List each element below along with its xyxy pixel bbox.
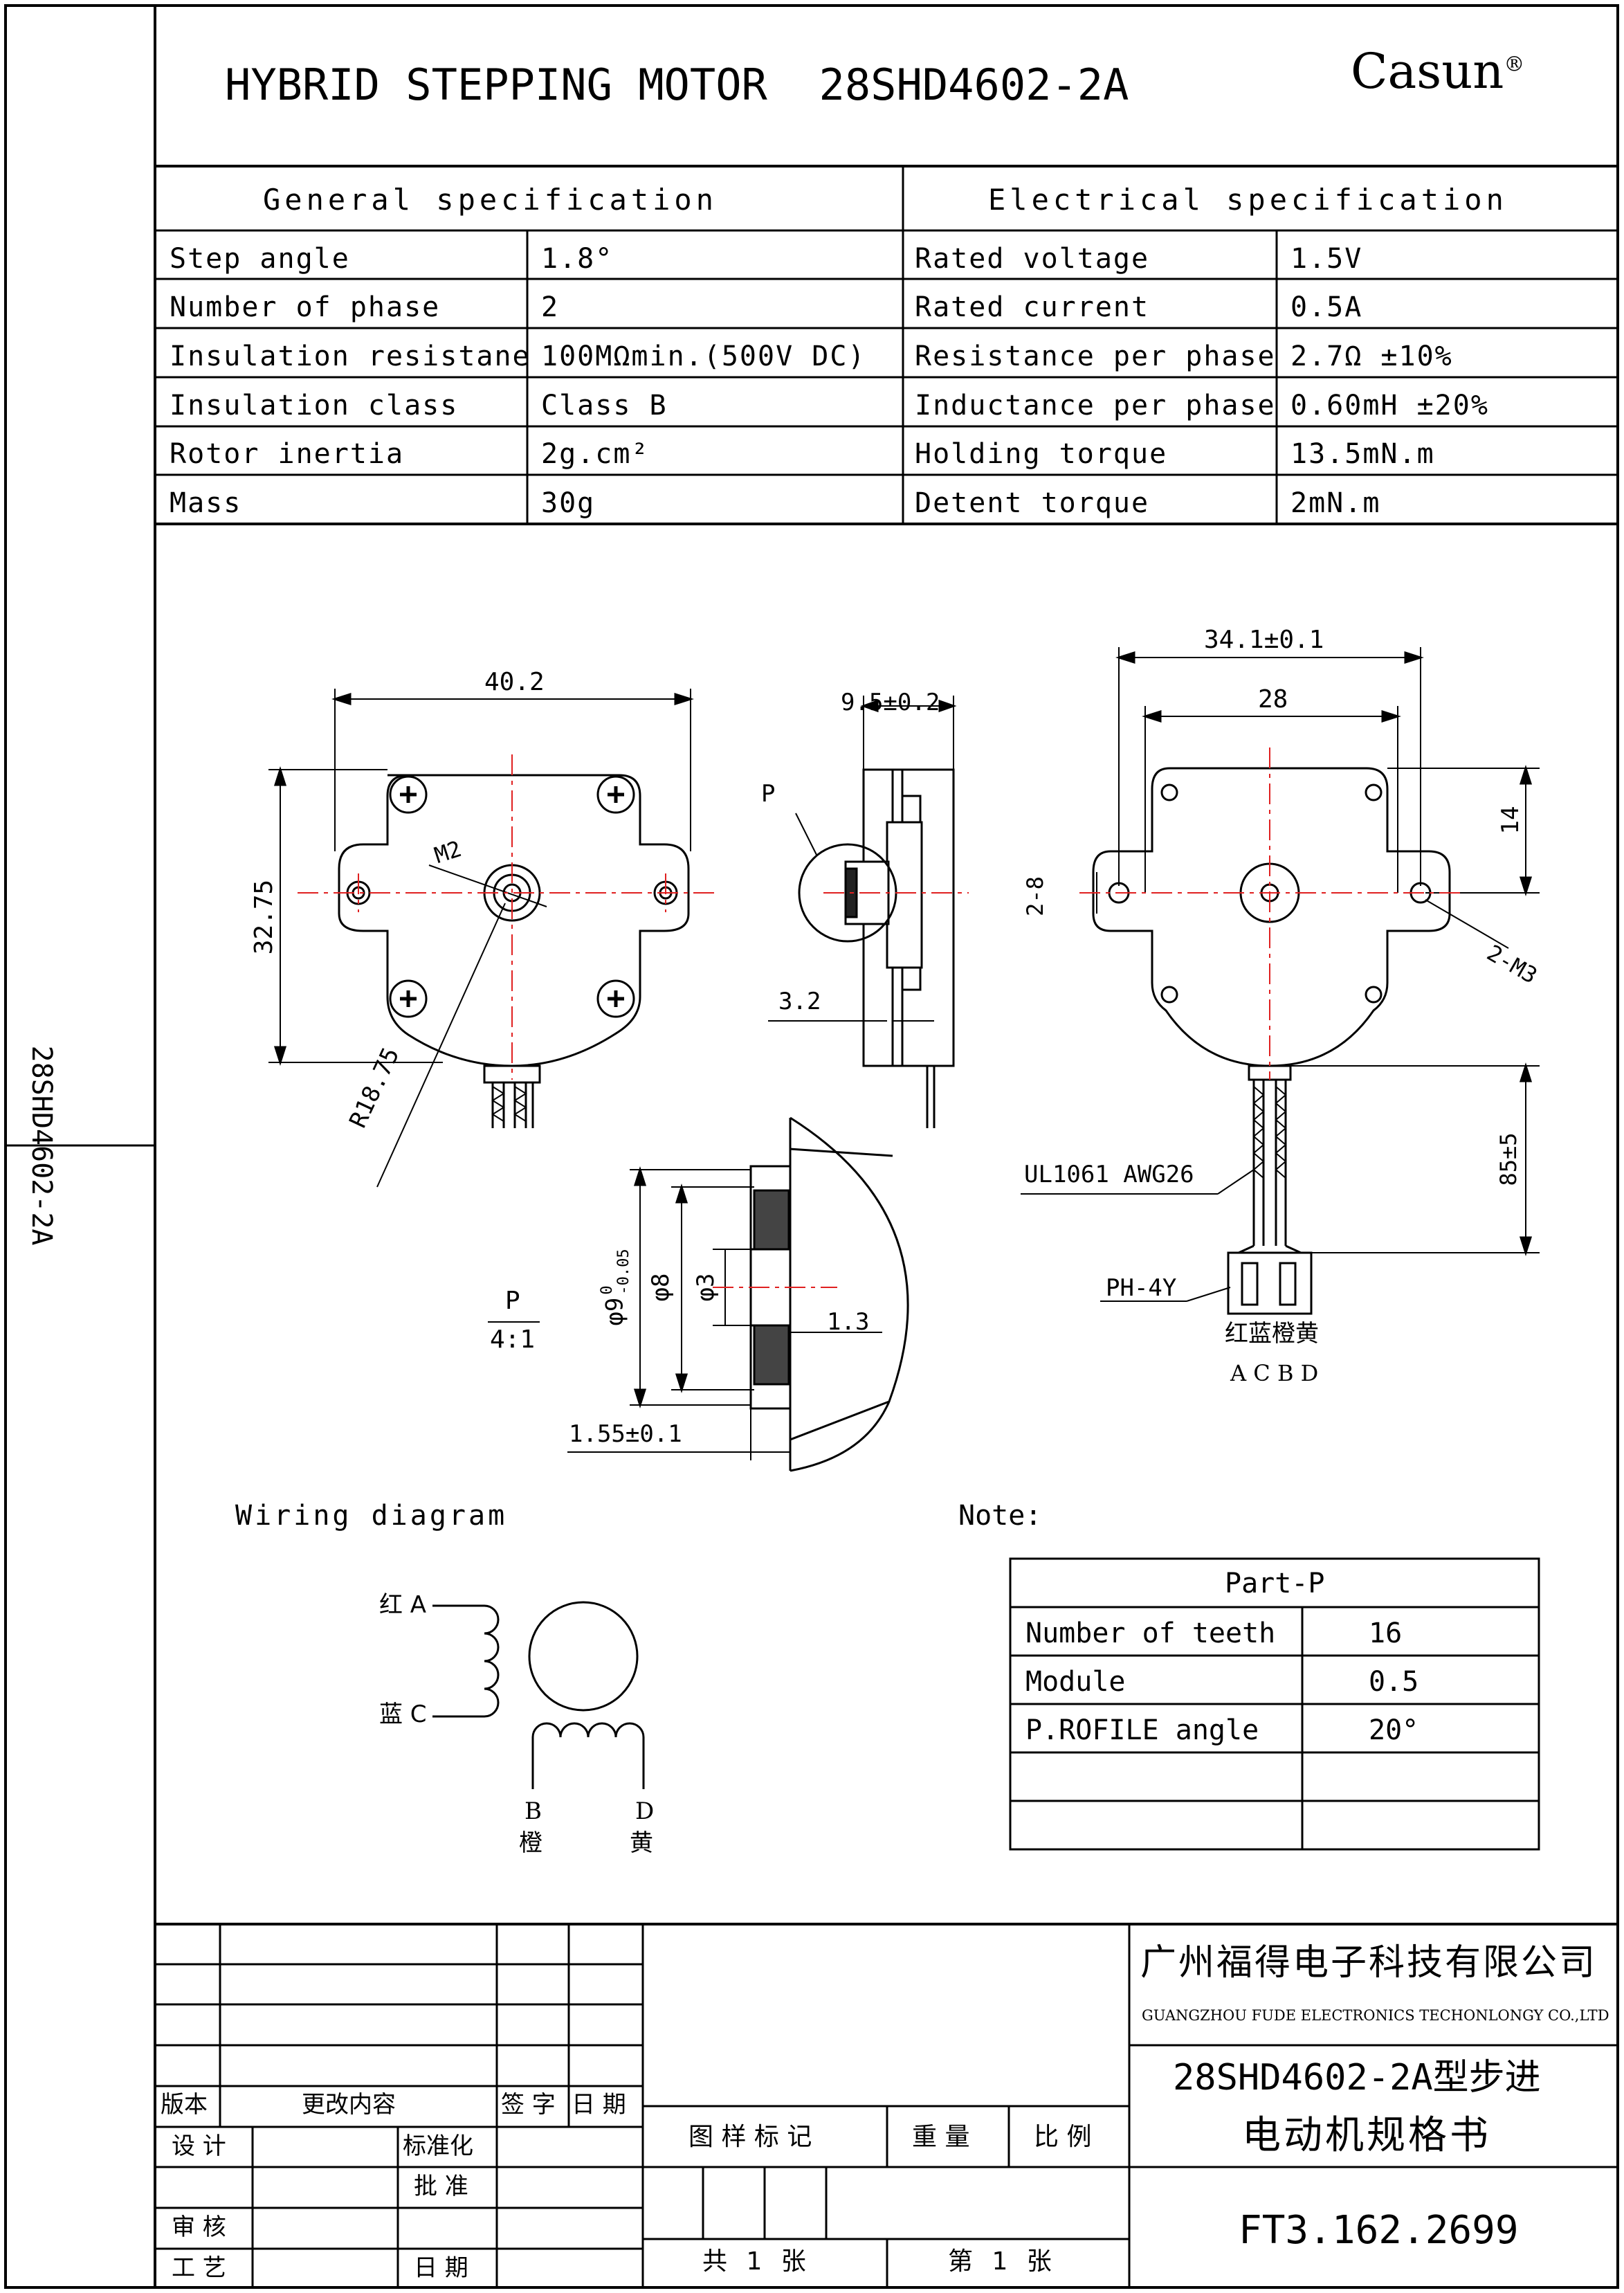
- back-hole-dia-dim: 2-8: [1022, 876, 1048, 916]
- spec-cell-g-value: 1.8°: [541, 243, 614, 275]
- tb-process: 工 艺: [172, 2254, 226, 2282]
- wiring-b-letter: B: [524, 1797, 542, 1825]
- brand-logo: Casun®: [1351, 47, 1524, 96]
- company-name-en: GUANGZHOU FUDE ELECTRONICS TECHONLONGY C…: [1142, 2007, 1609, 2024]
- spec-cell-e-value: 0.60mH ±20%: [1290, 390, 1489, 422]
- cable-spec-label: UL1061 AWG26: [1024, 1161, 1194, 1188]
- tb-approve: 批 准: [414, 2173, 468, 2200]
- connector-label: PH-4Y: [1106, 1274, 1177, 1302]
- front-view: [268, 689, 694, 1188]
- spec-cell-e-label: Inductance per phase: [915, 390, 1276, 422]
- tb-mark: 图 样 标 记: [688, 2123, 812, 2151]
- side-thickness-dim: 9.5±0.2: [841, 689, 940, 716]
- spec-cell-e-label: Holding torque: [915, 438, 1168, 470]
- part-p-title: Part-P: [1225, 1568, 1325, 1599]
- back-offset-dim: 14: [1497, 806, 1524, 835]
- spec-cell-g-label: Number of phase: [170, 291, 441, 323]
- part-p-cell-value: 20°: [1369, 1714, 1419, 1746]
- wiring-b-color: 橙: [519, 1829, 542, 1857]
- spec-cell-e-value: 2.7Ω ±10%: [1290, 341, 1453, 372]
- wiring-d-color: 黄: [630, 1829, 653, 1857]
- connector-pins-label: A C B D: [1230, 1360, 1319, 1386]
- wiring-heading: Wiring diagram: [235, 1500, 508, 1532]
- back-lead-length-dim: 85±5: [1495, 1132, 1522, 1186]
- spec-cell-g-label: Mass: [170, 487, 242, 519]
- side-view: [768, 696, 957, 1128]
- wiring-a-label: 红 A: [379, 1591, 427, 1619]
- spec-cell-e-label: Rated voltage: [915, 243, 1150, 275]
- back-hole-spacing-dim: 28: [1258, 685, 1288, 714]
- spec-cell-e-value: 13.5mN.m: [1290, 438, 1435, 470]
- detail-ref-label: P: [505, 1287, 520, 1315]
- brand-registered-mark: ®: [1504, 52, 1525, 77]
- spec-cell-g-value: 2g.cm²: [541, 438, 650, 470]
- doc-title-line2: 电动机规格书: [1242, 2113, 1491, 2158]
- front-height-dim: 32.75: [250, 879, 278, 955]
- spec-cell-g-label: Insulation resistane: [170, 341, 531, 372]
- spec-cell-e-label: Resistance per phase: [915, 341, 1276, 372]
- side-detail-ref: P: [761, 780, 776, 808]
- part-p-cell-label: Module: [1025, 1666, 1126, 1698]
- detail-scale-label: 4:1: [490, 1325, 536, 1354]
- side-model-label: 28SHD4602-2A: [26, 1045, 57, 1246]
- back-overall-dim: 34.1±0.1: [1204, 626, 1324, 654]
- spec-cell-g-value: 2: [541, 291, 560, 323]
- tb-scale: 比 例: [1034, 2123, 1092, 2151]
- tb-sign: 签 字: [501, 2091, 556, 2119]
- tb-sheet-no: 第 1 张: [948, 2247, 1057, 2276]
- spec-cell-g-label: Insulation class: [170, 390, 459, 422]
- tb-design: 设 计: [172, 2132, 226, 2160]
- spec-cell-g-value: 100MΩmin.(500V DC): [541, 341, 866, 372]
- wiring-schematic: [432, 1601, 645, 1789]
- spec-cell-e-value: 0.5A: [1290, 291, 1363, 323]
- side-shaft-length: 3.2: [778, 988, 821, 1015]
- spec-cell-e-label: Rated current: [915, 291, 1150, 323]
- brand-name: Casun: [1351, 43, 1504, 100]
- spec-cell-e-value: 2mN.m: [1290, 487, 1381, 519]
- doc-title-line1: 28SHD4602-2A型步进: [1173, 2057, 1541, 2099]
- electrical-spec-heading: Electrical specification: [988, 183, 1508, 217]
- part-p-cell-value: 16: [1369, 1617, 1403, 1649]
- general-spec-heading: General specification: [263, 183, 718, 217]
- spec-cell-g-label: Step angle: [170, 243, 350, 275]
- detail-bore-dia: φ3: [692, 1273, 720, 1302]
- title-text: HYBRID STEPPING MOTOR 28SHD4602-2A: [225, 64, 1129, 107]
- tb-date: 日 期: [572, 2091, 626, 2119]
- wire-colors-label: 红蓝橙黄: [1225, 1320, 1319, 1348]
- front-width-dim: 40.2: [484, 668, 545, 696]
- detail-p-view: [488, 1116, 909, 1472]
- tb-total-sheets: 共 1 张: [702, 2247, 812, 2276]
- title-model: 28SHD4602-2A: [819, 60, 1129, 110]
- tb-change: 更改内容: [302, 2091, 396, 2119]
- doc-number: FT3.162.2699: [1239, 2208, 1519, 2253]
- wiring-d-letter: D: [635, 1797, 655, 1825]
- detail-tooth-width: 1.3: [827, 1308, 870, 1336]
- tb-version: 版本: [161, 2091, 208, 2119]
- tb-review: 审 核: [172, 2213, 226, 2241]
- tb-date2: 日 期: [414, 2254, 468, 2282]
- tb-weight: 重 量: [912, 2123, 970, 2151]
- detail-offset-dim: 1.55±0.1: [569, 1420, 682, 1448]
- note-heading: Note:: [958, 1500, 1042, 1532]
- part-p-cell-label: P.ROFILE angle: [1025, 1714, 1259, 1746]
- company-name-cn: 广州福得电子科技有限公司: [1140, 1942, 1598, 1984]
- detail-pitch-dia: φ8: [647, 1273, 675, 1302]
- wiring-c-label: 蓝 C: [379, 1701, 427, 1728]
- part-p-cell-label: Number of teeth: [1025, 1617, 1276, 1649]
- title-prefix: HYBRID STEPPING MOTOR: [225, 60, 767, 110]
- spec-cell-e-label: Detent torque: [915, 487, 1150, 519]
- spec-cell-e-value: 1.5V: [1290, 243, 1363, 275]
- back-view: [1021, 647, 1540, 1315]
- spec-cell-g-value: 30g: [541, 487, 596, 519]
- part-p-cell-value: 0.5: [1369, 1666, 1419, 1698]
- spec-cell-g-value: Class B: [541, 390, 668, 422]
- spec-cell-g-label: Rotor inertia: [170, 438, 405, 470]
- tb-standard: 标准化: [403, 2132, 473, 2160]
